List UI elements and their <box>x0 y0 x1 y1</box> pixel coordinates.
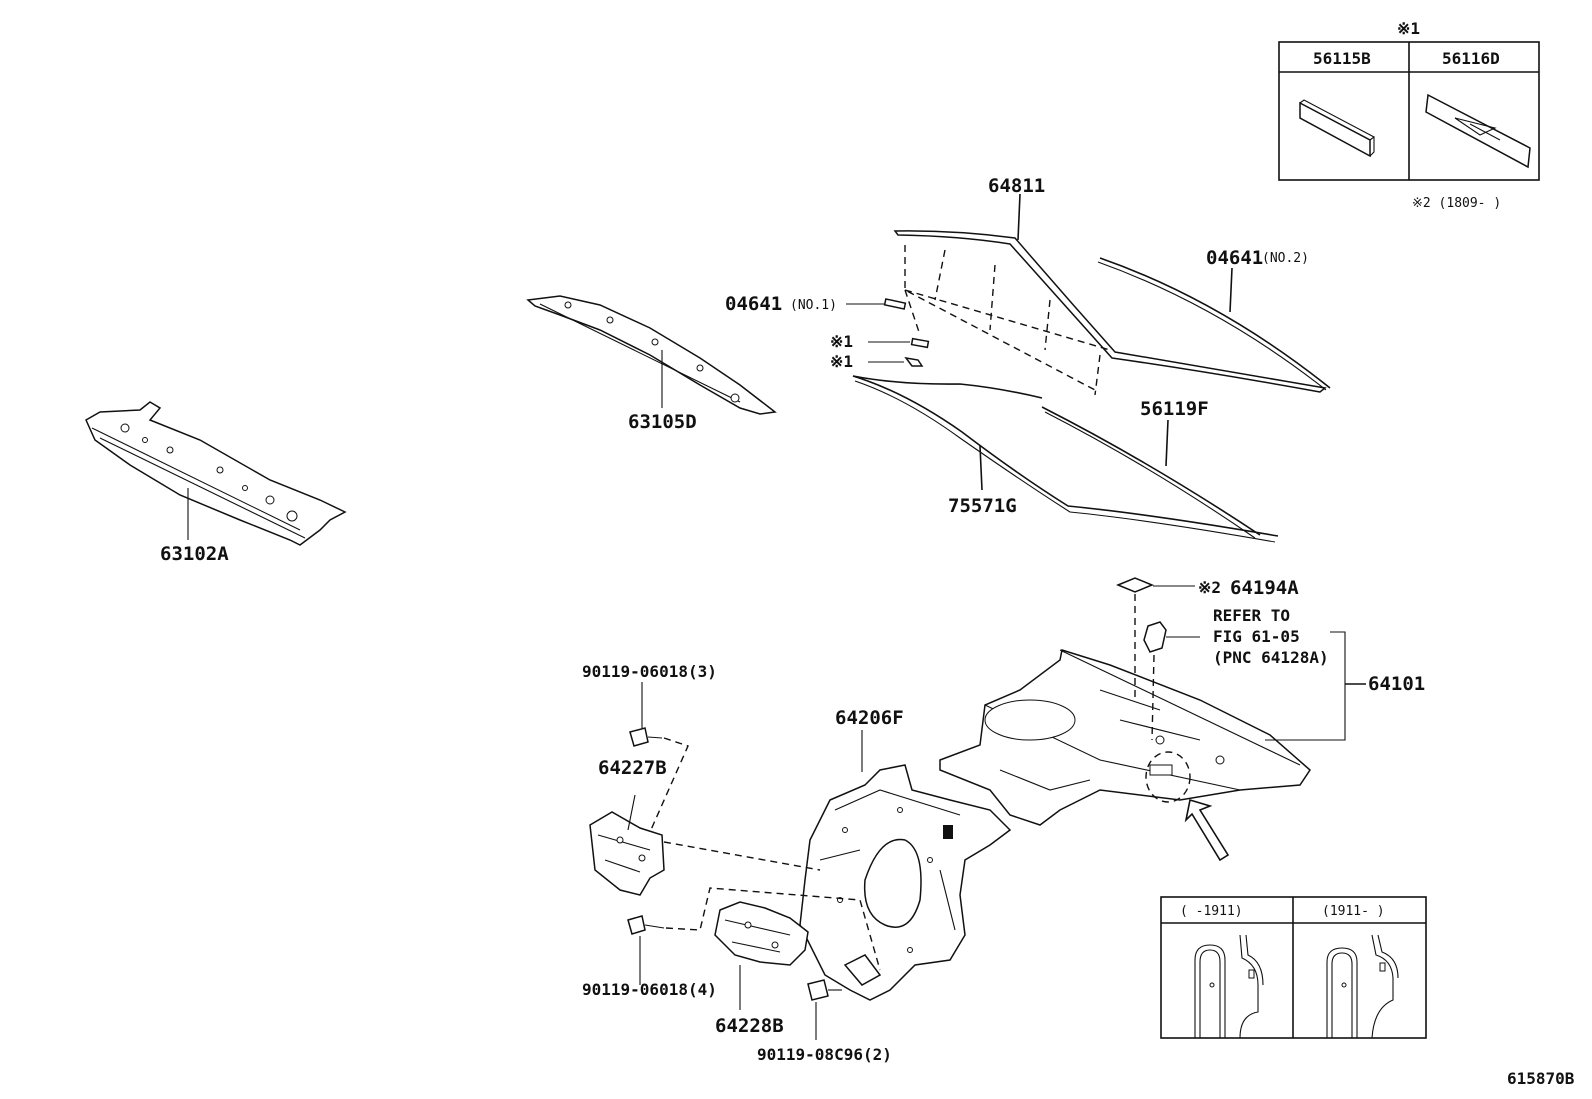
label-04641-no2: 04641 <box>1206 247 1263 269</box>
label-56119F: 56119F <box>1140 398 1209 420</box>
part-64811-back-glass <box>893 193 1331 396</box>
label-mark1-a: ※1 <box>830 332 853 351</box>
part-bolt-90119-06018-top <box>629 682 689 833</box>
label-bolt-top: 90119-06018(3) <box>582 662 717 681</box>
part-64101-package-tray <box>939 649 1311 862</box>
part-64194A-pad <box>1116 577 1195 700</box>
label-04641-no1: 04641 <box>725 293 782 315</box>
part-clip-64128A <box>1143 621 1200 741</box>
label-64228B: 64228B <box>715 1015 784 1037</box>
inset-top-mark: ※1 <box>1397 19 1420 38</box>
part-64227B-bracket <box>589 794 665 896</box>
inset-version-comparison <box>1160 896 1427 1039</box>
label-bolt-bottom: 90119-08C96(2) <box>757 1045 892 1064</box>
label-75571G: 75571G <box>948 495 1017 517</box>
part-56119F-molding <box>1041 406 1261 539</box>
inset-top-footnote: ※2 (1809- ) <box>1412 196 1501 211</box>
part-04641-no1-spacer <box>846 298 907 310</box>
part-64206F-rear-panel <box>799 730 1012 1001</box>
label-04641-no1-note: (NO.1) <box>790 298 837 313</box>
inset-col-56115B: 56115B <box>1313 49 1371 68</box>
inset-col-56116D: 56116D <box>1442 49 1500 68</box>
label-bolt-mid: 90119-06018(4) <box>582 980 717 999</box>
label-63105D: 63105D <box>628 411 697 433</box>
inset-56115B-56116D <box>1278 41 1540 181</box>
inset-col-after-1911: (1911- ) <box>1322 904 1385 919</box>
inset-col-before-1911: ( -1911) <box>1180 904 1243 919</box>
label-64101: 64101 <box>1368 673 1425 695</box>
label-64206F: 64206F <box>835 707 904 729</box>
refer-line-1: REFER TO <box>1213 606 1290 625</box>
label-63102A: 63102A <box>160 543 229 565</box>
part-mark1-spacer-a <box>868 337 930 349</box>
label-mark2-64194A: ※2 <box>1198 578 1221 597</box>
label-64194A: 64194A <box>1230 577 1299 599</box>
part-64228B-bracket <box>714 901 809 1010</box>
part-75571G-molding <box>852 375 1279 543</box>
part-63105D-roof-panel <box>526 295 777 415</box>
part-63102A-cowl-panel <box>85 401 347 546</box>
refer-line-3: (PNC 64128A) <box>1213 648 1329 667</box>
label-04641-no2-note: (NO.2) <box>1262 251 1309 266</box>
label-64811: 64811 <box>988 175 1045 197</box>
figure-id: 615870B <box>1507 1069 1575 1088</box>
part-bolt-90119-06018-mid <box>627 841 881 985</box>
refer-line-2: FIG 61-05 <box>1213 627 1300 646</box>
part-bolt-90119-08C96 <box>807 979 842 1040</box>
label-64227B: 64227B <box>598 757 667 779</box>
part-mark1-spacer-b <box>868 356 924 367</box>
label-mark1-b: ※1 <box>830 352 853 371</box>
